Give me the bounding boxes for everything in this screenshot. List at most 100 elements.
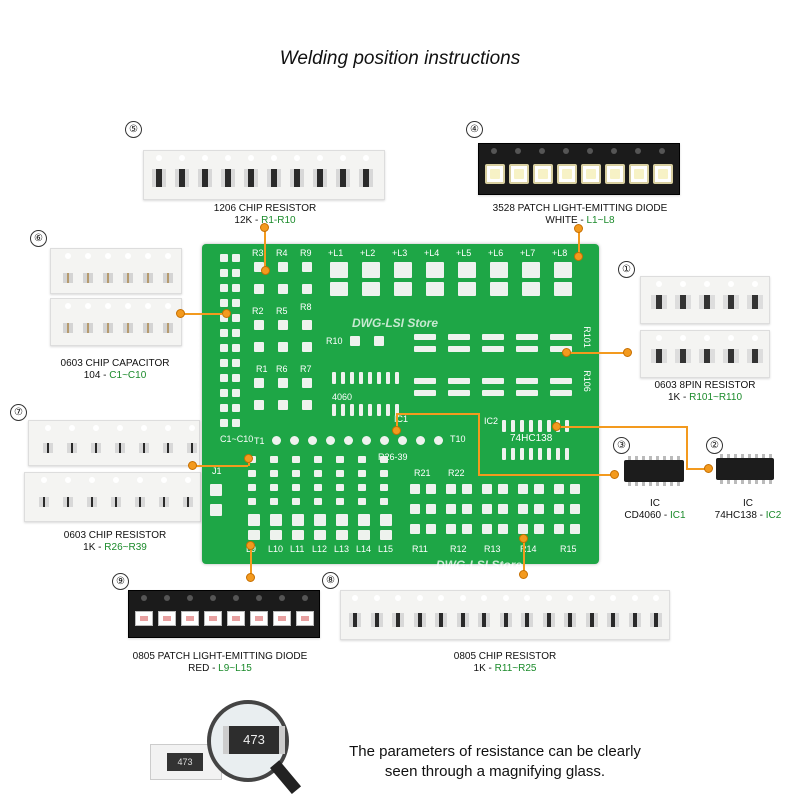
pcb-label-ic2: IC2 bbox=[484, 416, 499, 426]
pad bbox=[350, 372, 354, 384]
ic-pin bbox=[628, 456, 631, 460]
pad bbox=[448, 378, 470, 384]
callout-dot bbox=[244, 454, 253, 463]
pad bbox=[292, 484, 300, 491]
chip bbox=[67, 443, 77, 453]
pad bbox=[220, 299, 228, 307]
chip bbox=[723, 295, 739, 309]
callout-line bbox=[523, 538, 525, 574]
pad bbox=[359, 372, 363, 384]
pad bbox=[538, 448, 542, 460]
label-0805-led: 0805 PATCH LIGHT-EMITTING DIODE RED - L9… bbox=[132, 651, 308, 674]
label-3528-led: 3528 PATCH LIGHT-EMITTING DIODE WHITE - … bbox=[492, 203, 668, 226]
chip bbox=[723, 349, 739, 363]
tape-hole bbox=[373, 595, 380, 601]
chip bbox=[585, 613, 598, 627]
pad bbox=[482, 524, 492, 534]
led-lens bbox=[255, 616, 263, 621]
pad bbox=[232, 329, 240, 337]
badge-5: ⑤ bbox=[125, 121, 142, 138]
chip bbox=[699, 295, 715, 309]
pad bbox=[292, 498, 300, 505]
pad bbox=[410, 524, 420, 534]
page-title: Welding position instructions bbox=[279, 48, 521, 69]
tape-hole bbox=[563, 148, 569, 154]
pad bbox=[538, 420, 542, 432]
chip bbox=[183, 497, 193, 507]
pad bbox=[248, 484, 256, 491]
pad bbox=[368, 404, 372, 416]
tape-hole bbox=[45, 425, 51, 431]
tape-hole bbox=[125, 303, 131, 309]
pad bbox=[220, 419, 228, 427]
ic-pin bbox=[670, 456, 673, 460]
chip bbox=[290, 169, 304, 187]
chip bbox=[651, 349, 667, 363]
badge-8: ⑧ bbox=[322, 572, 339, 589]
callout-dot bbox=[261, 266, 270, 275]
pad bbox=[570, 524, 580, 534]
led-3528 bbox=[485, 164, 505, 184]
pad bbox=[254, 400, 264, 410]
pcb-label-r26-39: R26-39 bbox=[378, 452, 408, 462]
pad bbox=[565, 448, 569, 460]
ic-pin bbox=[741, 480, 744, 484]
ic-pin bbox=[677, 482, 680, 486]
pad bbox=[358, 456, 366, 463]
pad bbox=[380, 514, 392, 526]
pad bbox=[358, 484, 366, 491]
callout-dot bbox=[246, 541, 255, 550]
pad bbox=[434, 436, 443, 445]
chip bbox=[91, 443, 101, 453]
pcb-label-l5: +L5 bbox=[456, 248, 472, 258]
pcb-label-l6: +L6 bbox=[488, 248, 504, 258]
pad bbox=[550, 390, 572, 396]
tape-hole bbox=[233, 595, 239, 601]
tape-hole bbox=[256, 595, 262, 601]
tape-hole bbox=[105, 253, 111, 259]
pad bbox=[232, 269, 240, 277]
pad bbox=[270, 514, 282, 526]
callout-line bbox=[686, 426, 688, 468]
pad bbox=[547, 448, 551, 460]
chip bbox=[152, 169, 166, 187]
pcb-label-r101: R101 bbox=[581, 326, 592, 348]
pad bbox=[248, 514, 260, 526]
label-0603-resistor: 0603 CHIP RESISTOR 1K - R26~R39 bbox=[63, 530, 167, 553]
pad bbox=[272, 436, 281, 445]
badge-7: ⑦ bbox=[10, 404, 27, 421]
pad bbox=[554, 524, 564, 534]
pad bbox=[482, 378, 504, 384]
pad bbox=[482, 504, 492, 514]
pad bbox=[220, 254, 228, 262]
pad bbox=[490, 282, 508, 296]
pad bbox=[414, 390, 436, 396]
chip bbox=[163, 273, 173, 283]
ic-pin bbox=[670, 482, 673, 486]
tape-hole bbox=[125, 253, 131, 259]
led-3528 bbox=[557, 164, 577, 184]
callout-line bbox=[264, 226, 266, 270]
pcb-label-l15: L15 bbox=[378, 544, 394, 554]
pad bbox=[278, 378, 288, 388]
tape-hole bbox=[161, 477, 167, 483]
pcb-label-r5: R5 bbox=[276, 306, 288, 316]
pad bbox=[232, 314, 240, 322]
tape-hole bbox=[352, 595, 358, 601]
chip bbox=[478, 613, 490, 627]
pad bbox=[302, 400, 312, 410]
callout-dot bbox=[623, 348, 632, 357]
chip bbox=[163, 323, 173, 333]
watermark-left: DWG-LSI Store bbox=[188, 328, 202, 414]
pcb-label-l10: L10 bbox=[268, 544, 284, 554]
pad bbox=[302, 284, 312, 294]
pad bbox=[292, 470, 300, 477]
led-0805-strip bbox=[128, 590, 320, 638]
pad bbox=[490, 262, 508, 278]
ic-pin bbox=[635, 456, 638, 460]
led-lens bbox=[278, 616, 286, 621]
pcb-board: R3 R4 R9 R2 R5 R8 R1 R6 R7 +L1+L2+L3+L4+… bbox=[188, 244, 599, 572]
callout-dot bbox=[176, 309, 185, 318]
pad bbox=[522, 282, 540, 296]
pad bbox=[511, 420, 515, 432]
